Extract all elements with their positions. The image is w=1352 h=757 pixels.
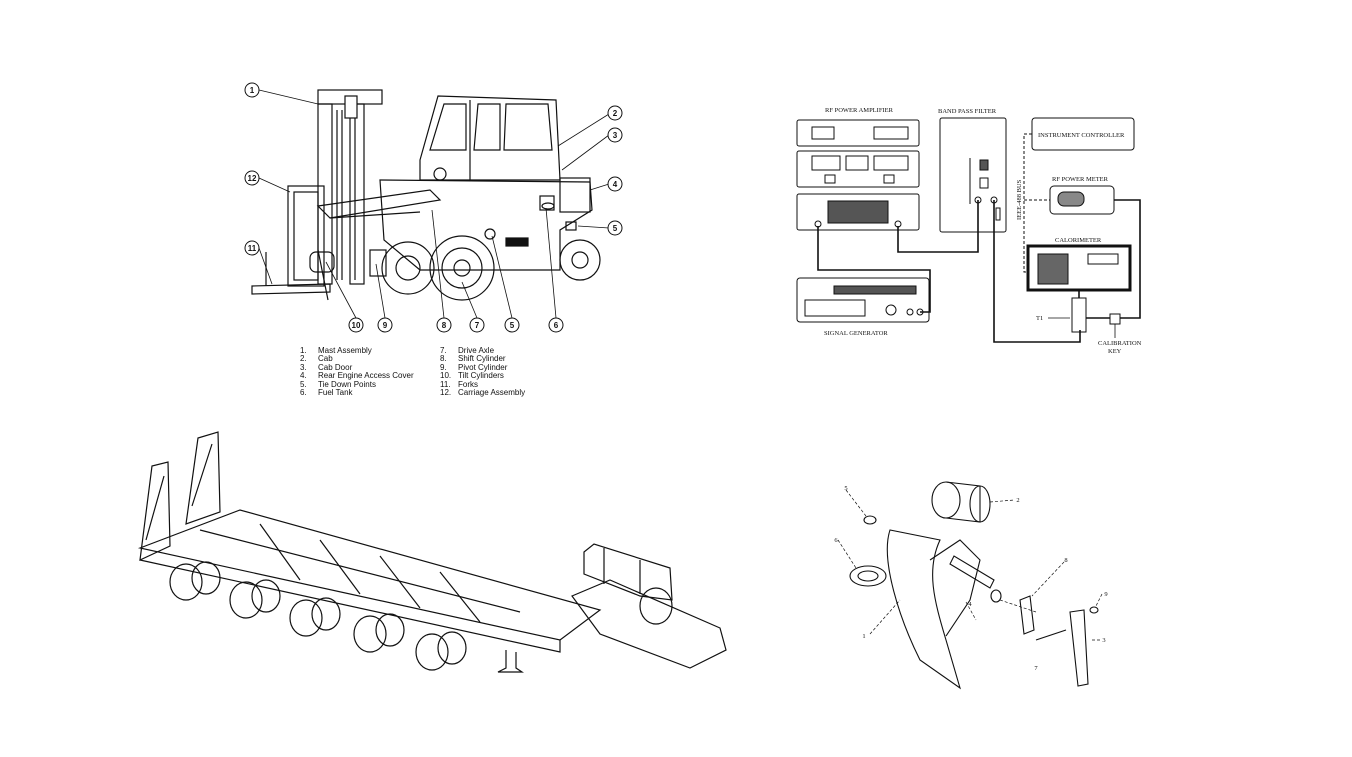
legend-item: 2.Cab (300, 354, 333, 364)
callout-7-label: 7 (475, 321, 480, 330)
callout-11 (244, 240, 260, 256)
forklift-illustration (251, 89, 601, 301)
callout-3 (607, 127, 623, 143)
legend-item: 6.Fuel Tank (300, 387, 353, 397)
parts-leader-lines (837, 489, 1103, 641)
band-pass-filter-box (939, 117, 1007, 233)
callout-9-label: 9 (383, 321, 388, 330)
callout-9 (377, 317, 393, 333)
label-calorimeter: CALORIMETER (1055, 237, 1102, 244)
label-ieee-bus: IEEE-488 BUS (1016, 179, 1023, 220)
callout-5b (504, 317, 520, 333)
label-band-pass-filter: BAND PASS FILTER (938, 108, 997, 115)
part-callout-7: 7 (1034, 665, 1038, 672)
forklift-callouts (244, 82, 623, 333)
callout-12-label: 12 (248, 174, 257, 183)
amplifier-unit-bottom (796, 193, 920, 231)
part-callout-1: 1 (862, 633, 865, 640)
amplifier-unit-mid (796, 150, 920, 188)
legend-item: 11.Forks (440, 379, 478, 389)
callout-4-label: 4 (613, 180, 618, 189)
part-callout-8: 8 (1064, 557, 1067, 564)
calibration-key (1109, 313, 1121, 325)
label-signal-generator: SIGNAL GENERATOR (824, 330, 888, 337)
label-rf-power-amplifier: RF POWER AMPLIFIER (825, 107, 894, 114)
callout-5 (607, 220, 623, 236)
part-callout-5: 5 (844, 485, 847, 492)
signal-generator-box (796, 277, 930, 323)
t1-component (1071, 297, 1087, 333)
callout-7 (469, 317, 485, 333)
callout-11-label: 11 (248, 244, 257, 253)
rf-test-setup-diagram (796, 117, 1135, 333)
callout-2 (607, 105, 623, 121)
amplifier-unit-top (796, 119, 920, 147)
legend-item: 9.Pivot Cylinder (440, 362, 508, 372)
label-rf-power-meter: RF POWER METER (1052, 176, 1109, 183)
trailer-illustration (137, 431, 727, 673)
callout-1 (244, 82, 260, 98)
ieee-bus-lines (1023, 133, 1050, 273)
forklift-legend-left: 1.Mast Assembly 2.Cab 3.Cab Door 4.Rear … (300, 346, 414, 397)
callout-12 (244, 170, 260, 186)
callout-8 (436, 317, 452, 333)
callout-2-label: 2 (613, 109, 618, 118)
label-key: KEY (1108, 348, 1122, 355)
label-calibration: CALIBRATION (1098, 340, 1142, 347)
callout-3-label: 3 (613, 131, 618, 140)
callout-5-label: 5 (613, 224, 618, 233)
callout-10 (348, 317, 364, 333)
legend-item: 8.Shift Cylinder (440, 354, 506, 364)
callout-1-label: 1 (250, 86, 255, 95)
legend-item: 10.Tilt Cylinders (440, 371, 504, 381)
part-callout-2: 2 (1016, 497, 1019, 504)
callout-6-label: 6 (554, 321, 559, 330)
forklift-legend-right: 7.Drive Axle 8.Shift Cylinder 9.Pivot Cy… (440, 346, 526, 397)
legend-item: 12.Carriage Assembly (440, 387, 526, 397)
legend-item: 1.Mast Assembly (300, 346, 372, 355)
callout-4 (607, 176, 623, 192)
legend-item: 4.Rear Engine Access Cover (300, 371, 414, 381)
trailer-wheels (169, 561, 673, 671)
label-t1: T1 (1036, 315, 1043, 322)
callout-8-label: 8 (442, 321, 447, 330)
legend-item: 3.Cab Door (300, 362, 353, 372)
rf-wiring (817, 199, 1141, 343)
forklift-leader-lines (258, 89, 610, 319)
legend-item: 7.Drive Axle (440, 346, 495, 355)
legend-item: 5.Tie Down Points (300, 379, 376, 389)
callout-10-label: 10 (352, 321, 361, 330)
label-instrument-controller: INSTRUMENT CONTROLLER (1038, 132, 1125, 139)
part-callout-4: 4 (968, 601, 972, 608)
part-callout-3: 3 (1102, 637, 1105, 644)
part-callout-6: 6 (834, 537, 838, 544)
callout-5b-label: 5 (510, 321, 515, 330)
parts-exploded-view (849, 481, 1099, 690)
callout-6 (548, 317, 564, 333)
part-callout-9: 9 (1104, 591, 1107, 598)
